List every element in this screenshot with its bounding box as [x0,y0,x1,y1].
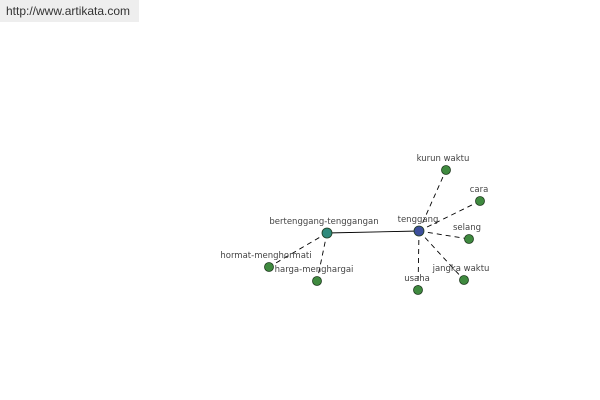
node-tenggang[interactable] [413,225,425,237]
edge-tenggang-kurun [418,169,447,232]
node-cara[interactable] [475,196,485,206]
graph-labels: tenggang bertenggang-tenggangan kurun wakt… [220,154,489,284]
node-label-bertenggang[interactable]: bertenggang-tenggangan [269,217,378,227]
node-bertenggang[interactable] [321,227,333,239]
edge-tenggang-jangka [418,230,465,281]
edge-tenggang-usaha [417,230,420,291]
node-usaha[interactable] [413,285,423,295]
edge-bertenggang-harga [316,232,328,282]
graph-nodes [264,165,485,295]
node-label-kurun[interactable]: kurun waktu [417,154,470,164]
graph-edges [268,169,481,291]
node-label-cara[interactable]: cara [470,185,489,195]
node-selang[interactable] [464,234,474,244]
edge-bertenggang-hormat [268,232,328,268]
node-label-selang[interactable]: selang [453,223,481,233]
node-kurun[interactable] [441,165,451,175]
edge-tenggang-bertenggang [326,230,420,234]
node-label-harga[interactable]: harga-menghargai [275,265,354,275]
node-harga[interactable] [312,276,322,286]
node-label-jangka[interactable]: jangka waktu [432,264,490,274]
site-url-banner[interactable]: http://www.artikata.com [0,0,139,22]
node-label-usaha[interactable]: usaha [404,274,430,284]
node-label-tenggang[interactable]: tenggang [398,215,439,225]
edge-tenggang-cara [418,200,481,232]
node-jangka[interactable] [459,275,469,285]
node-hormat[interactable] [264,262,274,272]
node-label-hormat[interactable]: hormat-menghormati [220,251,311,261]
